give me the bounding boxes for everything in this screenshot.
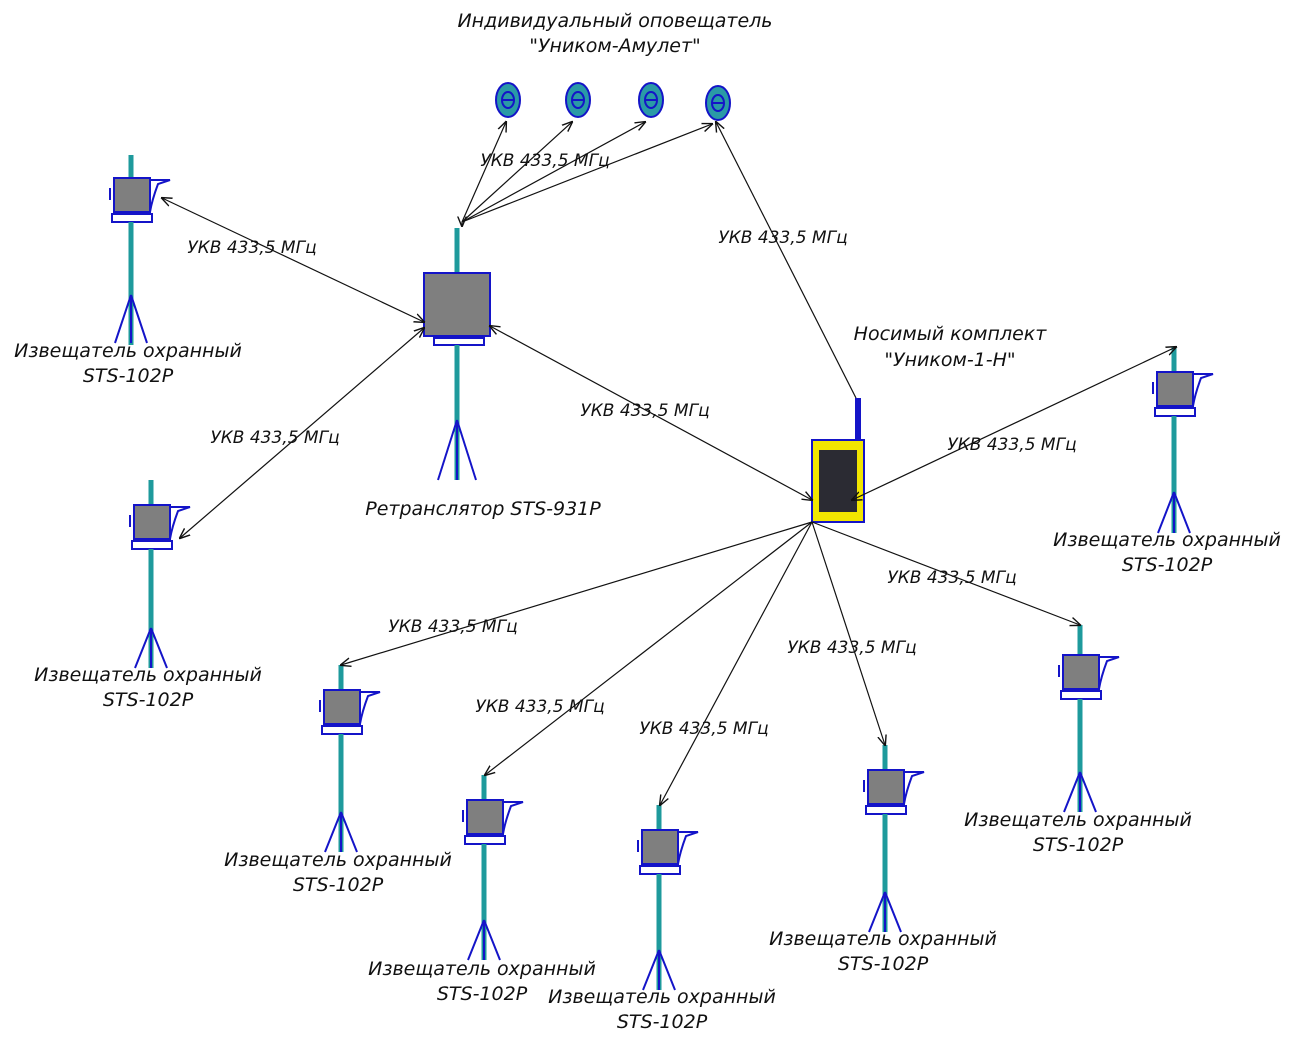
detector-8-label-line1: Извещатель охранный xyxy=(769,928,997,950)
amulet-group-title-line1: Индивидуальный оповещатель xyxy=(457,10,772,32)
detector-device-2 xyxy=(129,480,191,669)
detector-7-label-line1: Извещатель охранный xyxy=(548,986,776,1008)
portable-kit-device xyxy=(811,398,865,523)
detector-5-label-line1: Извещатель охранный xyxy=(224,849,452,871)
link-label-detector-1: УКВ 433,5 МГц xyxy=(187,238,316,258)
amulet-group-title-line2: "Уником-Амулет" xyxy=(529,35,701,57)
detector-6-label-line2: STS-102P xyxy=(437,983,528,1005)
amulet-pendant-3 xyxy=(638,82,664,118)
link-label-kit-amulet: УКВ 433,5 МГц xyxy=(718,228,847,248)
detector-device-4 xyxy=(1058,625,1120,813)
detector-device-5 xyxy=(319,665,381,853)
link-label-detector-3: УКВ 433,5 МГц xyxy=(947,435,1076,455)
link-kit-detector-5 xyxy=(341,521,813,665)
detector-6-label-line1: Извещатель охранный xyxy=(368,958,596,980)
link-kit-detector-8 xyxy=(811,521,885,745)
detector-device-6 xyxy=(462,775,524,961)
detector-device-3 xyxy=(1152,347,1214,534)
link-label-detector-2: УКВ 433,5 МГц xyxy=(210,428,339,448)
link-kit-amulet xyxy=(716,122,857,399)
link-repeater-detector-2 xyxy=(180,328,424,538)
link-label-detector-7: УКВ 433,5 МГц xyxy=(639,719,768,739)
detector-3-label-line1: Извещатель охранный xyxy=(1053,529,1281,551)
link-repeater-kit xyxy=(490,326,812,500)
detector-2-label-line1: Извещатель охранный xyxy=(34,664,262,686)
detector-4-label-line2: STS-102P xyxy=(1033,834,1124,856)
link-label-detector-4: УКВ 433,5 МГц xyxy=(887,568,1016,588)
portable-kit-title-line1: Носимый комплект xyxy=(854,323,1048,345)
link-label-amulets: УКВ 433,5 МГц xyxy=(480,151,609,171)
detector-4-label-line1: Извещатель охранный xyxy=(964,809,1192,831)
amulet-pendant-2 xyxy=(565,82,591,118)
detector-5-label-line2: STS-102P xyxy=(293,874,384,896)
portable-kit-title-line2: "Уником-1-Н" xyxy=(884,349,1015,371)
detector-3-label-line2: STS-102P xyxy=(1122,554,1213,576)
link-repeater-amulets xyxy=(462,122,712,226)
detector-2-label-line2: STS-102P xyxy=(103,689,194,711)
link-repeater-detector-1 xyxy=(162,198,424,322)
link-kit-detector-7 xyxy=(660,521,813,805)
amulet-pendant-1 xyxy=(495,82,521,118)
detector-device-1 xyxy=(109,155,171,345)
link-label-repeater-kit: УКВ 433,5 МГц xyxy=(580,401,709,421)
detector-device-8 xyxy=(863,745,925,933)
link-kit-detector-6 xyxy=(485,521,813,775)
detector-8-label-line2: STS-102P xyxy=(838,953,929,975)
detector-1-label-line2: STS-102P xyxy=(83,365,174,387)
repeater-label: Ретранслятор STS-931P xyxy=(365,498,601,520)
link-kit-detector-4 xyxy=(811,521,1080,625)
detector-7-label-line2: STS-102P xyxy=(617,1011,708,1033)
link-label-detector-6: УКВ 433,5 МГц xyxy=(475,697,604,717)
link-label-detector-5: УКВ 433,5 МГц xyxy=(388,617,517,637)
link-label-detector-8: УКВ 433,5 МГц xyxy=(787,638,916,658)
detector-1-label-line1: Извещатель охранный xyxy=(14,340,242,362)
repeater-device xyxy=(423,228,491,481)
link-kit-detector-3 xyxy=(852,347,1176,500)
detector-device-7 xyxy=(637,805,699,991)
amulet-pendant-4 xyxy=(705,85,731,121)
